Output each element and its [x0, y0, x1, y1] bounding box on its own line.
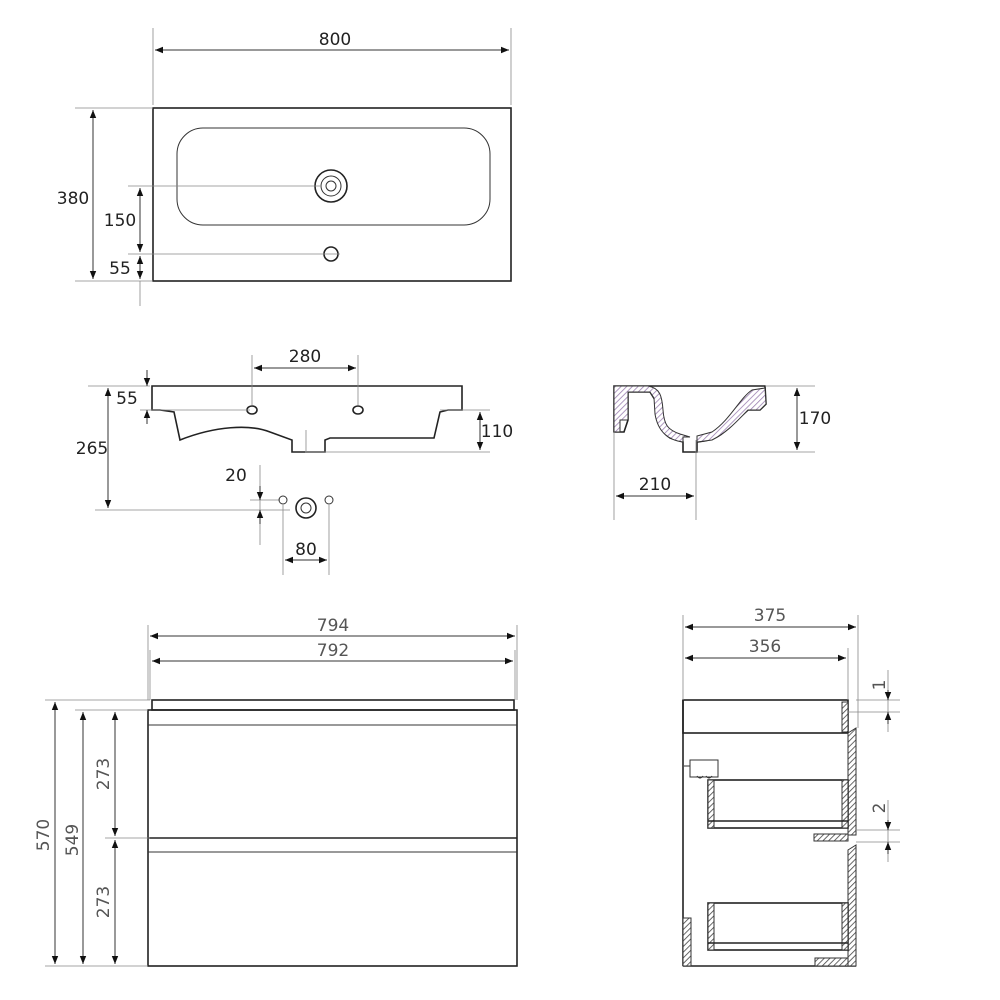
dim-holes-280: 280 — [289, 347, 321, 367]
dim-width-794: 794 — [317, 616, 349, 636]
dim-depth-375: 375 — [754, 606, 786, 626]
pipe-connector-icon — [278, 495, 334, 519]
drawer-upper — [707, 779, 849, 829]
basin-outline — [152, 107, 512, 282]
dim-depth-356: 356 — [749, 637, 781, 657]
dim-drawer-bottom-273: 273 — [94, 886, 114, 918]
dim-height-570: 570 — [34, 819, 54, 851]
basin-profile — [151, 385, 463, 453]
dim-width-800: 800 — [319, 30, 351, 50]
dim-drain-150: 150 — [104, 211, 136, 231]
dim-depth-380: 380 — [57, 189, 89, 209]
bowl-outline — [176, 127, 491, 226]
dim-rim-55: 55 — [116, 389, 138, 409]
cabinet-side-section: 375 356 1 2 — [682, 606, 900, 967]
dim-pipe-80: 80 — [295, 540, 317, 560]
dim-gap-1: 1 — [870, 680, 890, 691]
dim-depth-210: 210 — [639, 475, 671, 495]
dim-height-265: 265 — [76, 439, 108, 459]
dim-gap-2: 2 — [870, 803, 890, 814]
dim-bowl-110: 110 — [481, 422, 513, 442]
basin-top-view: 800 380 150 55 — [57, 28, 512, 306]
dim-height-549: 549 — [63, 824, 83, 856]
cabinet-front-view: 794 792 570 549 273 273 — [34, 616, 518, 967]
basin-side-section: 170 210 — [613, 385, 831, 520]
drawer-lower — [707, 902, 849, 951]
dim-tap-55: 55 — [109, 259, 131, 279]
drawer-hinge-icon — [684, 759, 719, 779]
basin-front-view: 280 55 265 110 20 80 — [76, 347, 513, 575]
dim-width-792: 792 — [317, 641, 349, 661]
dim-height-170: 170 — [799, 409, 831, 429]
dim-pipe-20: 20 — [225, 466, 247, 486]
dim-drawer-top-273: 273 — [94, 758, 114, 790]
